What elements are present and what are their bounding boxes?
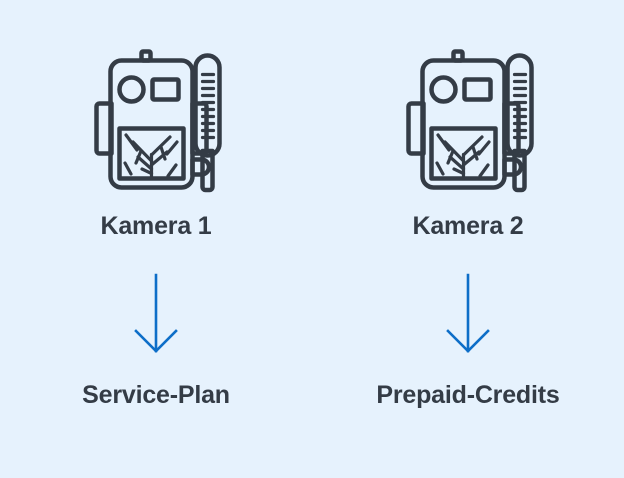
target-label: Service-Plan (82, 381, 230, 409)
trail-camera-thermometer-icon (76, 40, 236, 200)
down-arrow-icon (121, 273, 191, 357)
down-arrow-icon (433, 273, 503, 357)
diagram-column-kamera-1: Kamera 1 Service-Plan (76, 40, 236, 409)
trail-camera-thermometer-icon (388, 40, 548, 200)
target-label: Prepaid-Credits (376, 381, 560, 409)
camera-label: Kamera 1 (100, 212, 212, 240)
diagram-column-kamera-2: Kamera 2 Prepaid-Credits (312, 0, 624, 478)
camera-label: Kamera 2 (412, 212, 524, 240)
